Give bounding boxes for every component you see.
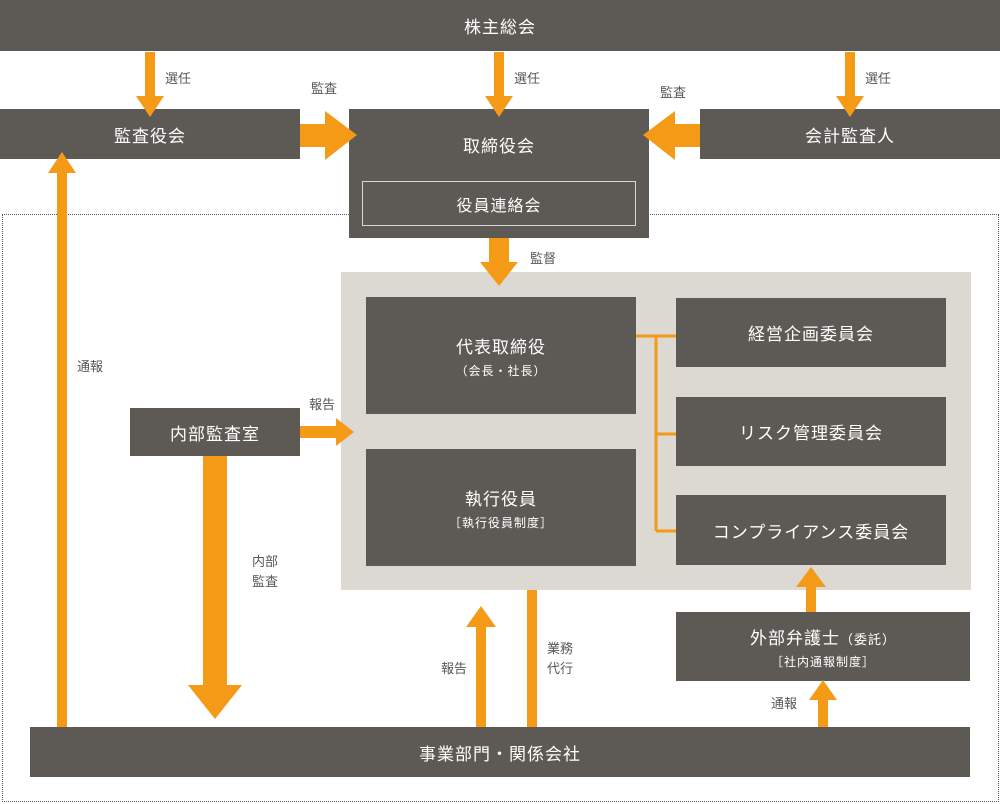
supervision-arrow — [480, 238, 518, 286]
audit-arrow-right — [643, 111, 700, 160]
internal-audit-box: 内部監査室 — [130, 408, 300, 456]
whistle-arrow-auditors — [48, 152, 76, 727]
executive-box: 執行役員 ［執行役員制度］ — [366, 449, 636, 566]
officers-meeting-label: 役員連絡会 — [456, 195, 542, 215]
auditors-label: 監査役会 — [114, 126, 186, 147]
risk-committee-box: リスク管理委員会 — [676, 397, 946, 466]
internal-audit-arrow-label: 内部 監査 — [252, 555, 279, 590]
shareholders-label: 株主総会 — [464, 18, 536, 38]
executive-label: 執行役員 — [465, 489, 537, 510]
audit-arrow-left — [300, 111, 357, 160]
accounting-auditor-label: 会計監査人 — [805, 126, 895, 147]
officers-meeting-box: 役員連絡会 — [362, 181, 636, 226]
report-arrow-business — [466, 606, 496, 727]
elect-label-3: 選任 — [865, 72, 892, 87]
representative-sub: （会長・社長） — [455, 363, 547, 378]
elect-arrow-board — [485, 52, 513, 117]
internal-audit-arrow — [188, 456, 242, 719]
business-agency-label: 業務 代行 — [547, 642, 574, 677]
representative-label: 代表取締役 — [456, 337, 546, 358]
report-arrow-internal — [300, 418, 354, 446]
lawyer-label: 外部弁護士（委託） — [750, 624, 896, 649]
compliance-committee-box: コンプライアンス委員会 — [676, 495, 946, 565]
lawyer-note: （委託） — [839, 632, 896, 648]
report-label-internal: 報告 — [309, 398, 336, 413]
whistle-arrow-lawyer — [809, 680, 837, 727]
risk-committee-label: リスク管理委員会 — [739, 424, 883, 444]
shareholders-box: 株主総会 — [0, 0, 1000, 51]
representative-box: 代表取締役 （会長・社長） — [366, 297, 636, 414]
internal-audit-label: 内部監査室 — [170, 424, 260, 445]
elect-arrow-auditors — [136, 52, 164, 117]
audit-label-left: 監査 — [311, 82, 338, 97]
elect-label-1: 選任 — [165, 72, 192, 87]
business-label: 事業部門・関係会社 — [419, 744, 581, 765]
accounting-auditor-box: 会計監査人 — [700, 109, 1000, 159]
report-label-business: 報告 — [441, 662, 468, 677]
business-box: 事業部門・関係会社 — [30, 727, 970, 777]
supervision-label: 監督 — [530, 252, 557, 267]
management-committee-box: 経営企画委員会 — [676, 298, 946, 367]
lawyer-sub: ［社内通報制度］ — [770, 654, 875, 669]
lawyer-box: 外部弁護士（委託） ［社内通報制度］ — [676, 612, 970, 681]
lawyer-name: 外部弁護士 — [749, 628, 840, 649]
board-label: 取締役会 — [463, 137, 535, 157]
whistle-label-left: 通報 — [77, 360, 104, 375]
elect-label-2: 選任 — [514, 72, 541, 87]
whistle-label-right: 通報 — [771, 697, 798, 712]
executive-sub: ［執行役員制度］ — [448, 515, 553, 530]
business-agency-line — [527, 590, 537, 727]
auditors-box: 監査役会 — [0, 109, 300, 159]
lawyer-to-compliance-arrow — [796, 567, 826, 612]
audit-label-right: 監査 — [660, 86, 687, 101]
elect-arrow-accounting — [836, 52, 864, 117]
management-committee-label: 経営企画委員会 — [748, 325, 874, 345]
compliance-committee-label: コンプライアンス委員会 — [712, 522, 910, 543]
